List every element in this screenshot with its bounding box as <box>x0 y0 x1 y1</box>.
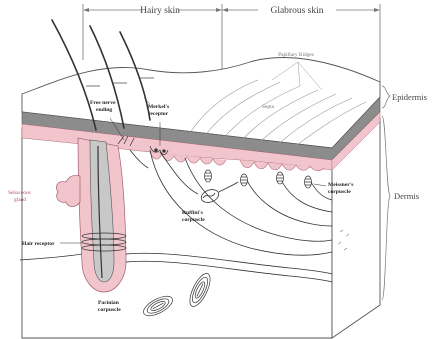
septa-label: Septa <box>262 104 275 110</box>
papillary-ridges-label: Papillary Ridges <box>278 52 314 58</box>
layer-brackets <box>382 86 390 300</box>
ruffinis-corpuscle-label: Ruffini's corpuscle <box>182 210 205 223</box>
dermis-label: Dermis <box>394 191 419 201</box>
hair-follicle <box>78 138 126 292</box>
hair-receptor-label: Hair receptor <box>22 241 55 247</box>
pacinian-corpuscle-label: Pacinian corpuscle <box>98 300 121 313</box>
merkels-receptor-label: Merkel's receptor <box>148 104 171 117</box>
epidermis-label: Epidermis <box>392 92 427 102</box>
hairy-skin-label: Hairy skin <box>140 6 180 16</box>
glabrous-skin-label: Glabrous skin <box>270 6 323 16</box>
